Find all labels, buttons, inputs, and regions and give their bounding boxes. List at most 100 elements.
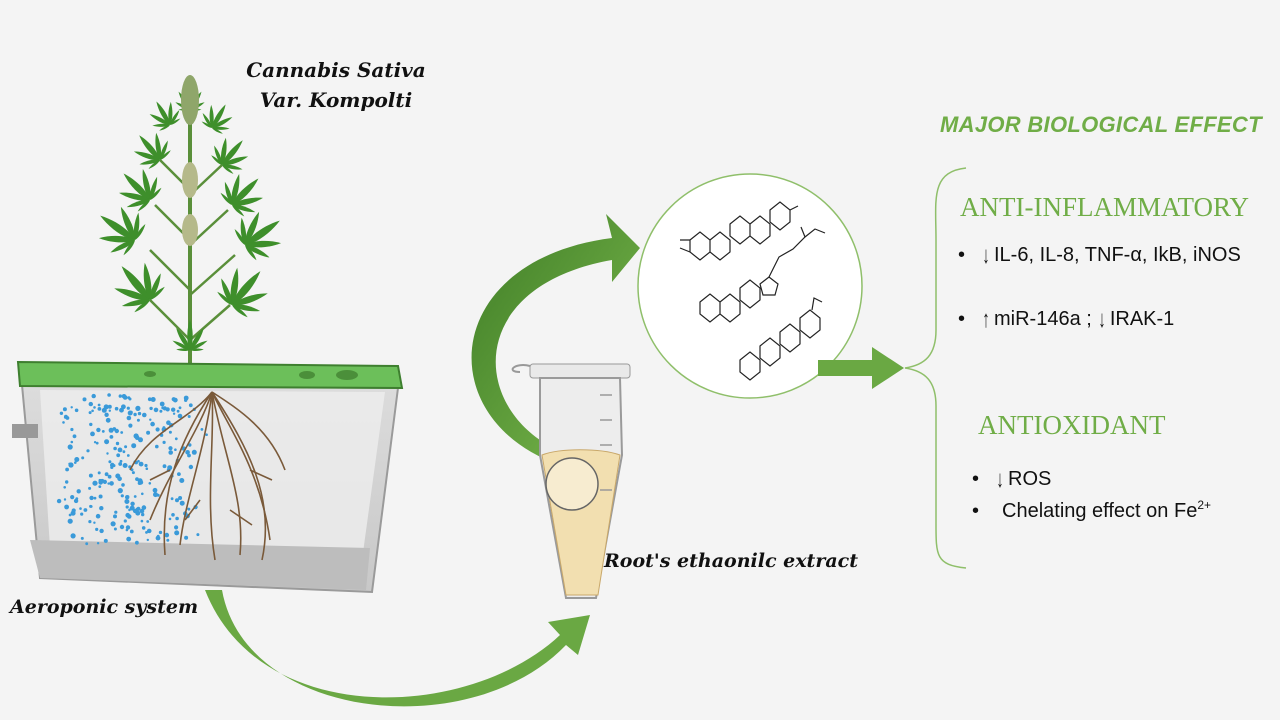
mist-droplet [80, 512, 84, 516]
mist-droplet [97, 403, 101, 407]
effect-text: ROS [1008, 468, 1052, 490]
mist-droplet [174, 437, 178, 441]
mist-droplet [119, 407, 124, 413]
mist-droplet [115, 441, 120, 446]
mist-droplet [205, 433, 208, 437]
mist-droplet [141, 505, 147, 510]
mist-droplet [98, 494, 103, 499]
mist-droplet [141, 526, 146, 530]
mist-droplet [101, 430, 105, 433]
mist-droplet [133, 495, 137, 498]
mist-droplet [146, 528, 152, 534]
bullet-icon: • [958, 244, 966, 266]
aeroponic-system-label: Aeroponic system [10, 596, 199, 618]
bullet-icon: • [972, 499, 980, 522]
mist-droplet [139, 508, 145, 514]
mist-droplet [120, 431, 124, 434]
mist-droplet [148, 482, 152, 485]
mist-droplet [137, 478, 143, 484]
mist-droplet [119, 524, 125, 530]
mist-droplet [88, 473, 93, 478]
mist-droplet [97, 471, 101, 475]
mist-droplet [188, 464, 194, 470]
mist-droplet [81, 456, 85, 460]
mist-droplet [105, 417, 111, 423]
mist-droplet [108, 409, 112, 412]
mist-droplet [175, 498, 179, 503]
mist-droplet [125, 528, 129, 532]
mist-droplet [150, 421, 155, 427]
mist-droplet [145, 531, 148, 534]
effect-text-part2: IRAK-1 [1109, 308, 1175, 330]
mist-droplet [113, 514, 117, 519]
mist-droplet [126, 536, 132, 542]
mist-droplet [79, 507, 82, 510]
mist-droplet [162, 426, 166, 429]
major-effect-title: MAJOR BIOLOGICAL EFFECT [940, 112, 1262, 137]
anti-inflammatory-title: ANTI-INFLAMMATORY [960, 192, 1250, 222]
mist-droplet [125, 512, 130, 518]
effect-text: Chelating effect on Fe [1002, 499, 1198, 522]
mist-droplet [126, 406, 130, 410]
mist-droplet [110, 462, 115, 468]
root-extract-label: Root's ethaonilc extract [604, 550, 858, 572]
effect-text: IL-6, IL-8, TNF-α, IkB, iNOS [994, 244, 1241, 266]
mist-droplet [185, 450, 190, 455]
mist-droplet [91, 409, 94, 413]
mist-droplet [95, 513, 101, 519]
mist-droplet [146, 520, 150, 523]
mist-droplet [124, 395, 127, 399]
mist-droplet [144, 463, 148, 468]
mist-droplet [142, 412, 147, 418]
mist-droplet [67, 444, 73, 450]
mist-droplet [117, 447, 123, 453]
extract-tube [511, 363, 631, 599]
mist-droplet [93, 521, 96, 524]
mist-droplet [200, 428, 204, 431]
mist-droplet [126, 415, 132, 421]
mist-droplet [122, 463, 128, 468]
mist-droplet [56, 498, 62, 504]
bullet-icon: • [958, 308, 966, 330]
mist-droplet [62, 421, 65, 424]
plant-variety: Var. Kompolti [259, 88, 413, 112]
mist-droplet [174, 448, 177, 452]
mist-droplet [109, 481, 114, 486]
mist-droplet [150, 397, 156, 402]
mist-droplet [123, 519, 127, 523]
mist-droplet [187, 507, 191, 511]
mist-droplet [166, 538, 170, 542]
mist-droplet [95, 441, 99, 445]
mist-droplet [99, 528, 104, 534]
effect-text-part1: miR-146a ; [994, 308, 1092, 330]
mist-droplet [177, 472, 181, 476]
mist-droplet [75, 497, 79, 500]
mist-droplet [89, 422, 93, 427]
molecule-circle [637, 173, 863, 399]
mist-droplet [68, 513, 72, 517]
plant-roots [129, 391, 286, 561]
mist-droplet [179, 500, 185, 506]
mist-droplet [138, 461, 144, 467]
mist-droplet [133, 412, 137, 417]
mist-droplet [191, 449, 197, 455]
mist-droplet [74, 457, 80, 462]
mist-droplet [124, 445, 128, 449]
mist-droplet [70, 495, 75, 500]
mist-droplet [80, 536, 84, 540]
mist-droplet [114, 510, 118, 514]
mist-droplet [72, 434, 77, 439]
mist-droplet [110, 521, 116, 527]
mist-droplet [120, 494, 124, 498]
mist-droplet [171, 407, 176, 412]
mist-droplet [145, 467, 149, 471]
mist-droplet [96, 427, 101, 433]
mist-droplet [126, 454, 130, 457]
down-arrow-icon: ↓ [996, 466, 1004, 493]
mist-droplet [65, 480, 69, 484]
mist-droplet [107, 393, 111, 397]
mist-droplet [153, 407, 159, 413]
curved-arrow-tank-to-extract [205, 590, 590, 707]
mist-droplet [90, 431, 95, 437]
